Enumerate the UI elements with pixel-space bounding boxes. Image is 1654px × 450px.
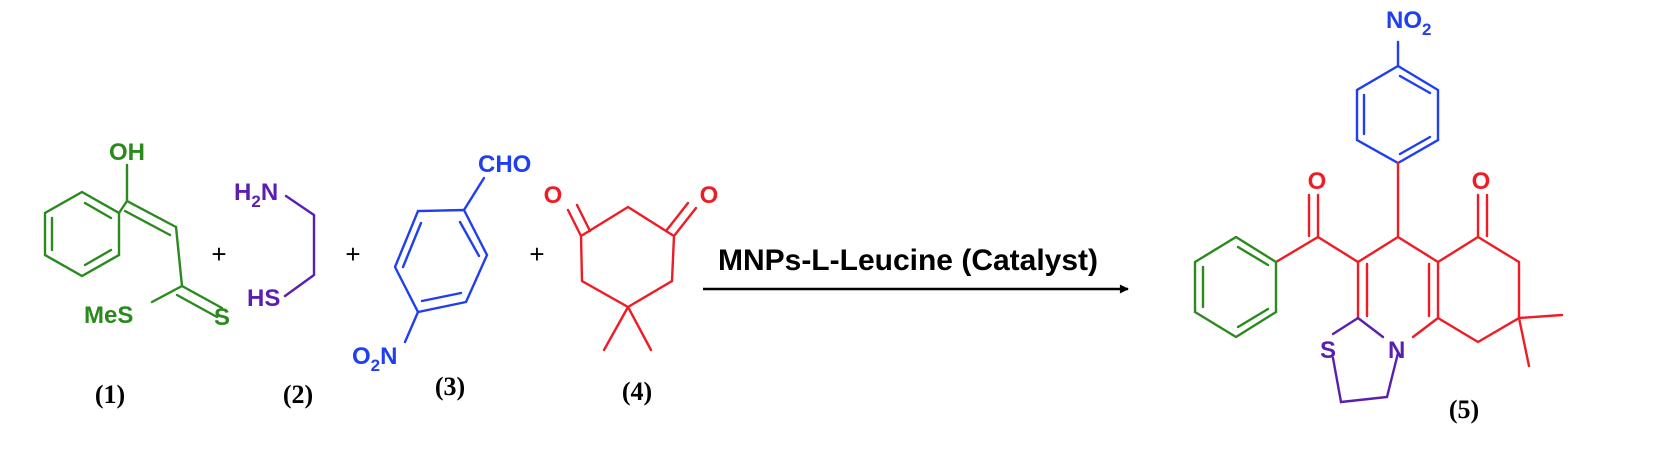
compound-4: O O (4) <box>544 182 719 406</box>
plus-sign-2: + <box>345 239 360 269</box>
product-ketone-oxygen: O <box>1472 168 1491 195</box>
compound-4-bonds <box>566 201 698 352</box>
compound-2-label: (2) <box>283 380 313 409</box>
thiol-label: HS <box>247 285 280 312</box>
aldehyde-label: CHO <box>478 151 531 178</box>
compound-5: NO2 O O S N (5) <box>1193 7 1564 424</box>
compound-3-bonds <box>393 176 489 344</box>
compound-1-label: (1) <box>95 380 125 409</box>
compound-1: OH MeS S (1) <box>43 139 230 409</box>
catalyst-condition: MNPs-L-Leucine (Catalyst) <box>718 244 1098 277</box>
plus-sign-3: + <box>529 239 544 269</box>
product-sulfur-label: S <box>1320 337 1336 364</box>
plus-sign-1: + <box>211 239 226 269</box>
compound-5-thiazole-bonds <box>1331 316 1400 404</box>
compound-4-atoms: O O <box>544 182 719 209</box>
carbonyl-oxygen-right: O <box>700 182 719 209</box>
thione-sulfur-label: S <box>214 304 230 331</box>
product-nitrogen-label: N <box>1388 337 1405 364</box>
compound-3-label: (3) <box>435 372 465 401</box>
product-benzoyl-oxygen: O <box>1308 168 1327 195</box>
compound-2: H2N HS (2) <box>234 179 316 409</box>
compound-5-atoms: NO2 O O S N <box>1308 7 1491 364</box>
compound-5-nitrophenyl-bonds <box>1355 40 1440 165</box>
product-nitro-label: NO2 <box>1386 7 1431 39</box>
compound-2-bonds <box>283 194 316 298</box>
compound-5-phenyl-bonds <box>1193 235 1278 339</box>
amine-label: H2N <box>234 179 278 211</box>
methylthio-label: MeS <box>84 302 133 329</box>
compound-4-label: (4) <box>622 377 652 406</box>
compound-5-core-bonds <box>1274 161 1564 368</box>
compound-2-atoms: H2N HS <box>234 179 280 312</box>
compound-1-atoms: OH MeS S <box>84 139 230 331</box>
reaction-arrow: MNPs-L-Leucine (Catalyst) <box>703 244 1129 294</box>
compound-3-atoms: CHO O2N <box>352 151 531 375</box>
carbonyl-oxygen-left: O <box>544 182 563 209</box>
nitro-label: O2N <box>352 343 397 375</box>
compound-3: CHO O2N (3) <box>352 151 531 401</box>
compound-1-bonds <box>43 163 224 319</box>
compound-5-label: (5) <box>1449 395 1479 424</box>
hydroxyl-label: OH <box>109 139 145 166</box>
